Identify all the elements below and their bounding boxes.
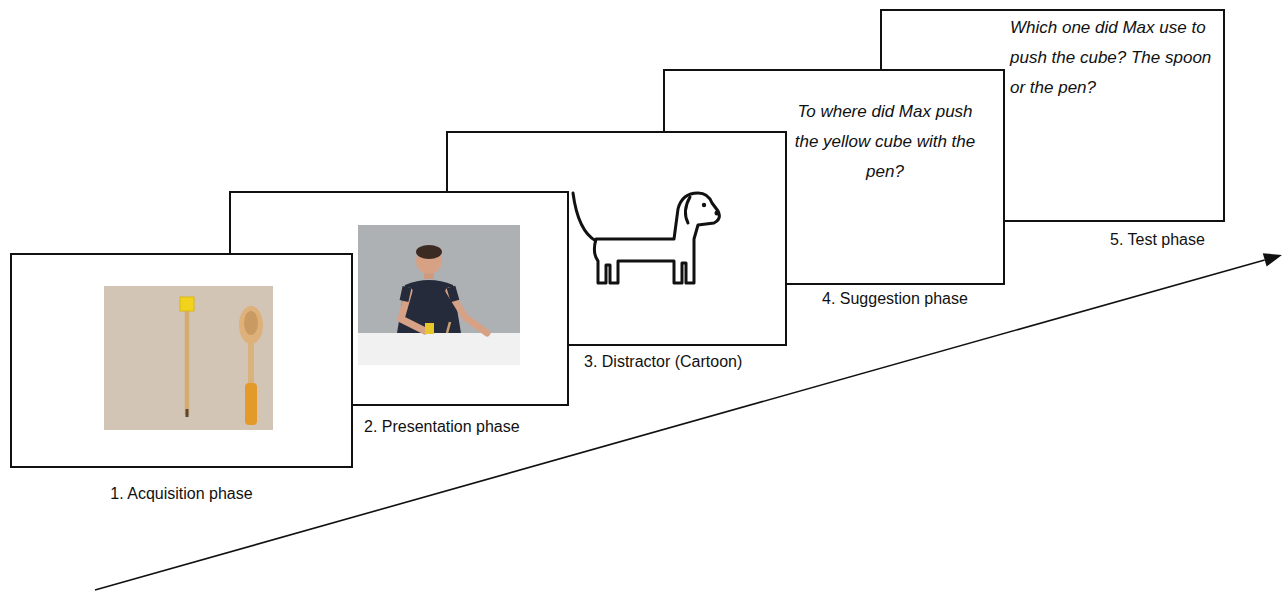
dog-tail (573, 193, 596, 241)
question-text: Which one did Max use to push the cube? … (1010, 13, 1215, 103)
shirt (397, 280, 461, 333)
pen (184, 307, 189, 415)
yellow-cube (425, 323, 434, 334)
photo-light (104, 286, 273, 430)
pen (447, 322, 450, 333)
hair (416, 245, 442, 259)
caption-holder: 1. Acquisition phase (12, 484, 351, 503)
dog-ear (685, 197, 690, 223)
phase-caption: 5. Test phase (1110, 231, 1205, 248)
phase-caption: 4. Suggestion phase (822, 290, 968, 307)
spoon-hollow (244, 311, 258, 335)
spoon-handle (248, 342, 254, 388)
phase-caption: 1. Acquisition phase (110, 485, 252, 502)
dog-nose (714, 210, 719, 215)
arrow-head (1263, 253, 1282, 266)
caption-holder: 5. Test phase (1110, 230, 1205, 249)
table (358, 333, 520, 365)
phase-caption: 3. Distractor (Cartoon) (584, 353, 742, 370)
question-text: To where did Max push the yellow cube wi… (787, 97, 983, 187)
caption-holder: 3. Distractor (Cartoon) (584, 352, 742, 371)
spoon-bowl (239, 306, 263, 344)
caption-holder: 4. Suggestion phase (822, 289, 968, 308)
photo-wall (358, 225, 520, 365)
phase-caption: 2. Presentation phase (364, 418, 520, 435)
caption-holder: 2. Presentation phase (364, 417, 520, 436)
sleeves (404, 287, 455, 301)
objects-photo (10, 253, 353, 468)
yellow-cube (180, 297, 194, 311)
photo-ground (104, 286, 273, 430)
dog-eye (701, 202, 705, 206)
pen-tip (185, 409, 188, 417)
dog-body (594, 193, 719, 283)
spoon-grip (245, 383, 257, 425)
phase-card: 1. Acquisition phase (10, 253, 353, 468)
